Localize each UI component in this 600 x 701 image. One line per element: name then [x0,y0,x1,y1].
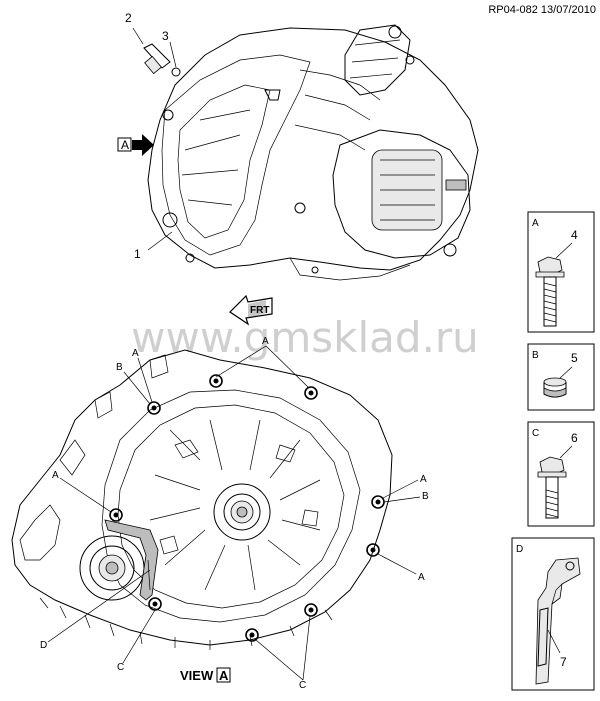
callout-3: 3 [162,29,169,43]
label-a-top: A [262,336,269,347]
front-arrow: FRT [229,294,273,326]
flange-bolt-icon [535,256,565,327]
label-a-right: A [420,474,427,485]
sensor-part-2 [132,27,171,75]
panel-c: C 6 [527,421,595,527]
callout-2: 2 [125,11,132,25]
bolt-c-bottom [245,628,259,642]
flange-bolt-short-icon [537,456,567,519]
panel-b-letter: B [532,350,539,361]
bolt-a-top-right [304,386,318,400]
view-label-letter: A [219,668,229,683]
label-d: D [40,640,47,651]
label-b-top-left: B [116,362,123,373]
leader-part-1 [147,231,173,251]
label-a-left: A [52,470,59,481]
panel-a-letter: A [532,218,539,229]
label-a-top-left: A [132,348,139,359]
watermark: www.gmsklad.ru [131,313,479,362]
bolt-a-left [109,508,123,522]
bolt-a-top [209,374,223,388]
panel-a-number: 4 [571,228,578,242]
installed-bracket [104,519,159,601]
label-b-right: B [422,491,429,502]
panel-d-letter: D [516,544,523,555]
bolt-a-right [366,543,380,557]
seal-part-3 [169,41,181,77]
panel-a: A 4 [527,211,595,333]
bolt-c-bottom-right [304,603,318,617]
view-a-arrow: A [117,134,154,156]
transmission-iso-view [132,24,479,281]
panel-b-number: 5 [571,351,578,365]
panel-c-letter: C [532,428,539,439]
panel-d-number: 7 [560,655,567,669]
dowel-icon [543,377,567,398]
id-plate [445,179,467,191]
panel-d: D 7 [511,537,595,691]
frt-label: FRT [250,305,269,316]
panel-c-number: 6 [571,431,578,445]
panel-b: B 5 [527,343,595,411]
bracket-icon [535,557,581,685]
label-c-left: C [117,662,124,673]
label-c-bottom: C [299,680,306,691]
callout-1: 1 [134,247,141,261]
leader-lines [47,345,421,681]
view-a-caption: VIEW A [180,667,231,683]
view-a-letter: A [121,138,129,152]
bell-housing-view-a [11,349,393,650]
reference-code: RP04-082 13/07/2010 [488,4,596,16]
label-a-right-lower: A [418,572,425,583]
view-label: VIEW [180,668,214,683]
bolt-b-top-left [147,401,161,415]
